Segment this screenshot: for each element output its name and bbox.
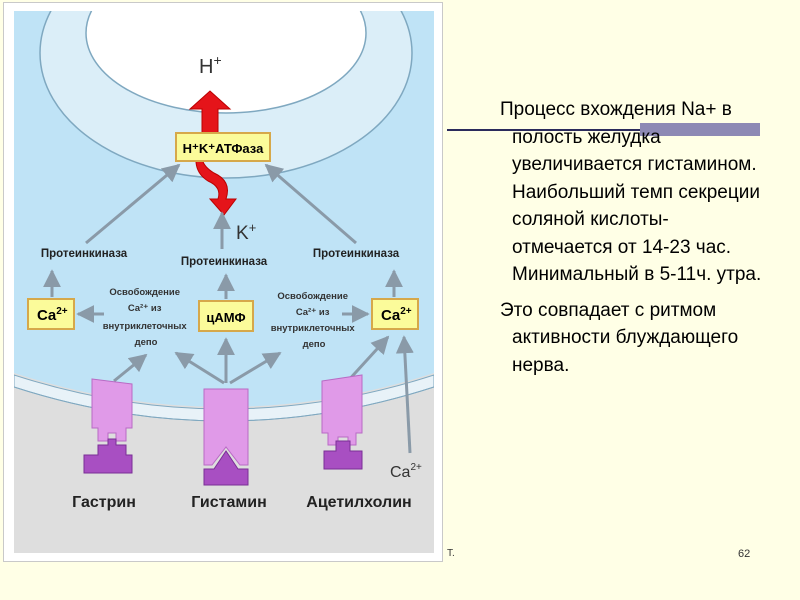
acetylcholine-receptor (322, 375, 362, 445)
page-number: 62 (738, 548, 750, 560)
slide-text: Процесс вхождения Na+ в полость желудка … (500, 96, 770, 379)
kinase-center-label: Протеинкиназа (181, 256, 268, 268)
gastrin-label: Гастрин (72, 494, 136, 511)
kinase-right-label: Протеинкиназа (313, 248, 400, 260)
gastrin-receptor (92, 379, 132, 441)
footer-text: Т. (447, 548, 455, 559)
diagram-frame: K+ H+ H⁺K⁺АТФаза Протеинкиназа Протеинки… (3, 2, 443, 562)
paragraph-secretion: Процесс вхождения Na+ в полость желудка … (500, 96, 770, 289)
camp-label: цАМФ (206, 310, 245, 325)
pump-label: H⁺K⁺АТФаза (183, 141, 264, 156)
acetylcholine-label: Ацетилхолин (306, 494, 411, 511)
kinase-left-label: Протеинкиназа (41, 248, 128, 260)
parietal-cell-diagram: K+ H+ H⁺K⁺АТФаза Протеинкиназа Протеинки… (4, 3, 444, 563)
histamine-label: Гистамин (191, 494, 266, 511)
paragraph-vagus: Это совпадает с ритмом активности блужда… (500, 297, 770, 380)
